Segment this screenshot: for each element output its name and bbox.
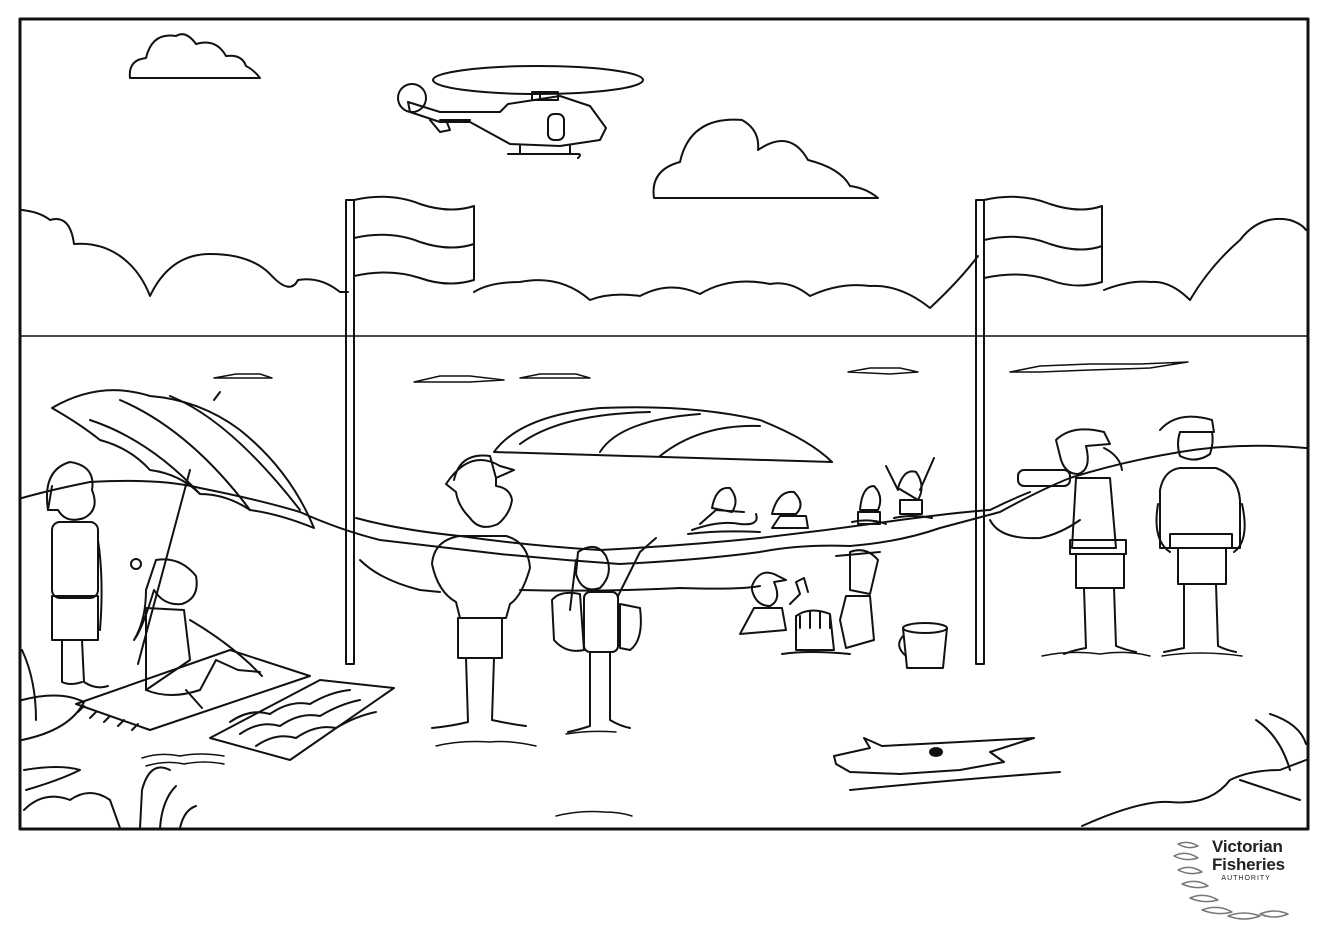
logo-text: Victorian Fisheries AUTHORITY bbox=[1212, 837, 1285, 883]
logo-line-1: Victorian bbox=[1212, 837, 1283, 856]
kids-swimming bbox=[687, 457, 935, 535]
victorian-fisheries-logo: Victorian Fisheries AUTHORITY bbox=[1168, 836, 1318, 926]
cloud-icon bbox=[652, 118, 879, 199]
person-girl-waving bbox=[551, 537, 657, 733]
foreground-plants bbox=[21, 649, 1307, 829]
wave bbox=[493, 406, 833, 463]
bodyboard-icon bbox=[551, 591, 585, 652]
shoreline-inner bbox=[355, 491, 1031, 551]
binoculars-icon bbox=[1017, 469, 1071, 487]
bucket-icon bbox=[898, 622, 948, 669]
sand-ripples bbox=[141, 651, 1243, 817]
kids-building-sandcastle bbox=[739, 549, 881, 649]
beach-towel bbox=[209, 679, 395, 761]
person-lifeguard-standing bbox=[1155, 415, 1246, 653]
helicopter-icon bbox=[397, 65, 644, 159]
bodyboard-icon bbox=[619, 603, 642, 651]
sandcastle-icon bbox=[781, 609, 851, 655]
cloud-icon bbox=[128, 33, 261, 79]
logo-line-2: Fisheries bbox=[1212, 855, 1285, 874]
sand-dune bbox=[359, 559, 761, 593]
person-man-left bbox=[46, 461, 109, 689]
person-man-hat bbox=[431, 454, 531, 729]
umbrella-icon bbox=[51, 389, 315, 665]
page-frame bbox=[18, 17, 1310, 831]
flag-icon bbox=[345, 195, 475, 665]
background-treeline bbox=[21, 209, 1307, 309]
logo-line-3: AUTHORITY bbox=[1221, 875, 1271, 882]
water-ripples bbox=[213, 361, 1189, 383]
driftwood-icon bbox=[833, 737, 1061, 791]
sand-dune-right bbox=[989, 519, 1081, 540]
beach-towel bbox=[75, 649, 311, 731]
flag-icon bbox=[975, 195, 1103, 665]
person-woman-sitting bbox=[133, 558, 263, 709]
person-lifeguard-binoculars bbox=[1017, 428, 1137, 655]
fish-school-icon bbox=[1173, 841, 1289, 920]
